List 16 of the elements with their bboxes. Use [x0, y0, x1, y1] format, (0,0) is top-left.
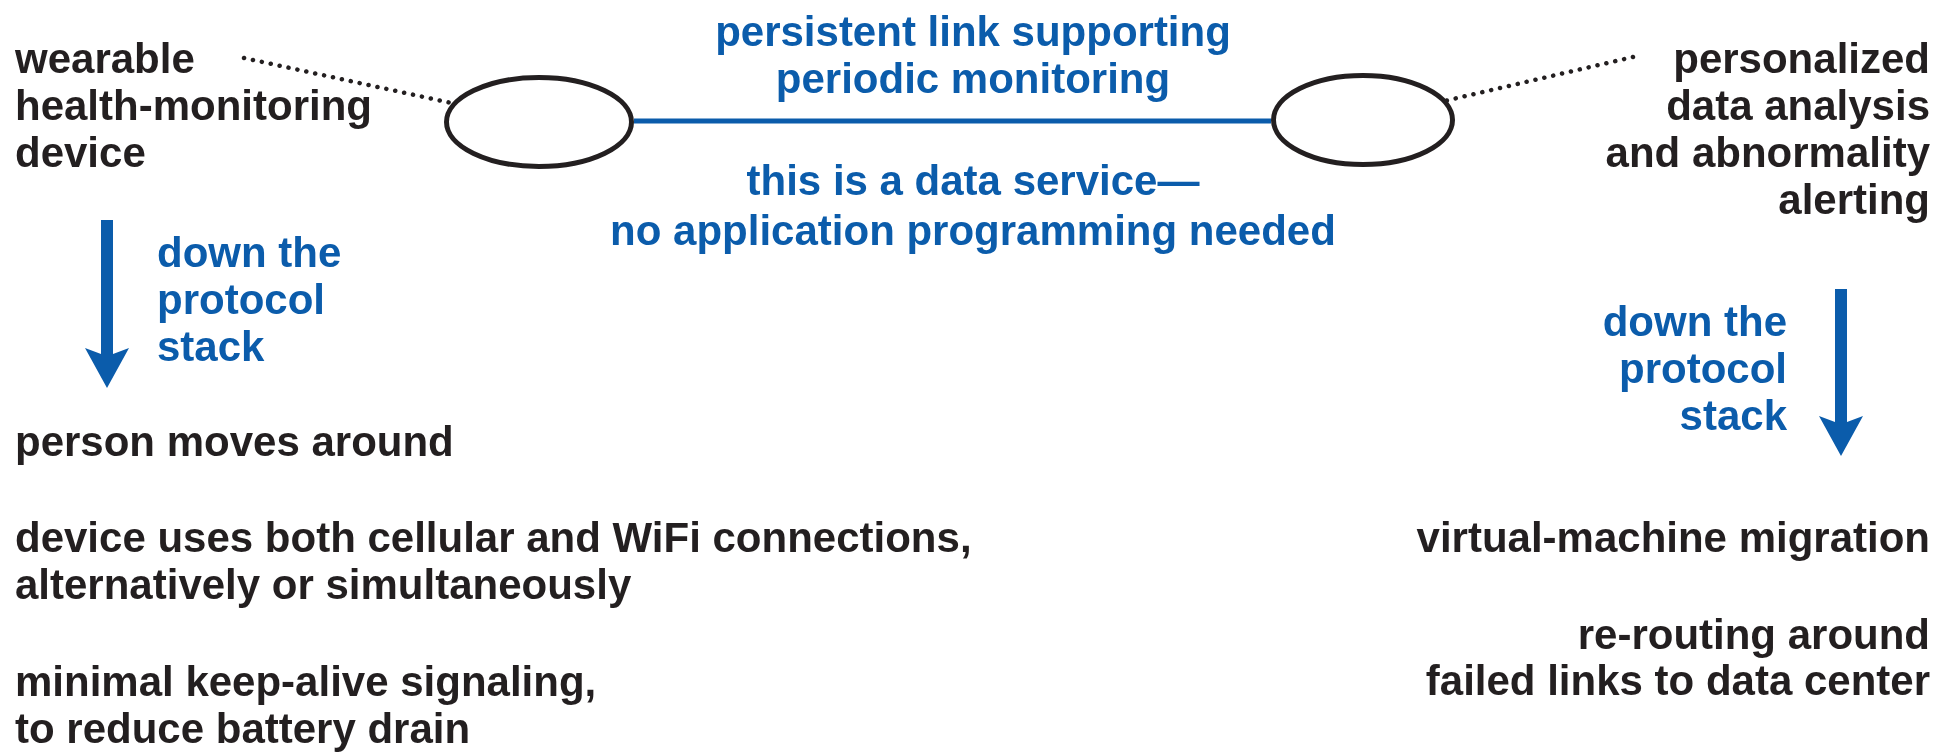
note-text: virtual-machine migration — [1415, 514, 1930, 561]
connector-line — [634, 118, 1271, 124]
arrow-caption: down the protocol stack — [1601, 298, 1787, 439]
note-text: this is a data service— — [745, 157, 1201, 204]
ellipse-shape — [1271, 73, 1455, 167]
node-label: wearable health-monitoring device — [15, 35, 373, 176]
note-text: device uses both cellular and WiFi connections, alternatively or simultaneously — [15, 514, 973, 608]
note-text: re-routing around — [1576, 611, 1930, 658]
note-text: person moves around — [15, 418, 455, 465]
arrow-caption: down the protocol stack — [157, 229, 343, 370]
note-text: minimal keep-alive signaling, to reduce battery drain — [15, 658, 598, 752]
note-text: failed links to data center — [1424, 657, 1930, 704]
note-text: no application programming needed — [609, 207, 1337, 254]
node-label: personalized data analysis and abnormality alerting — [1604, 35, 1930, 223]
ellipse-shape — [444, 75, 634, 169]
leader-line — [1444, 54, 1636, 103]
